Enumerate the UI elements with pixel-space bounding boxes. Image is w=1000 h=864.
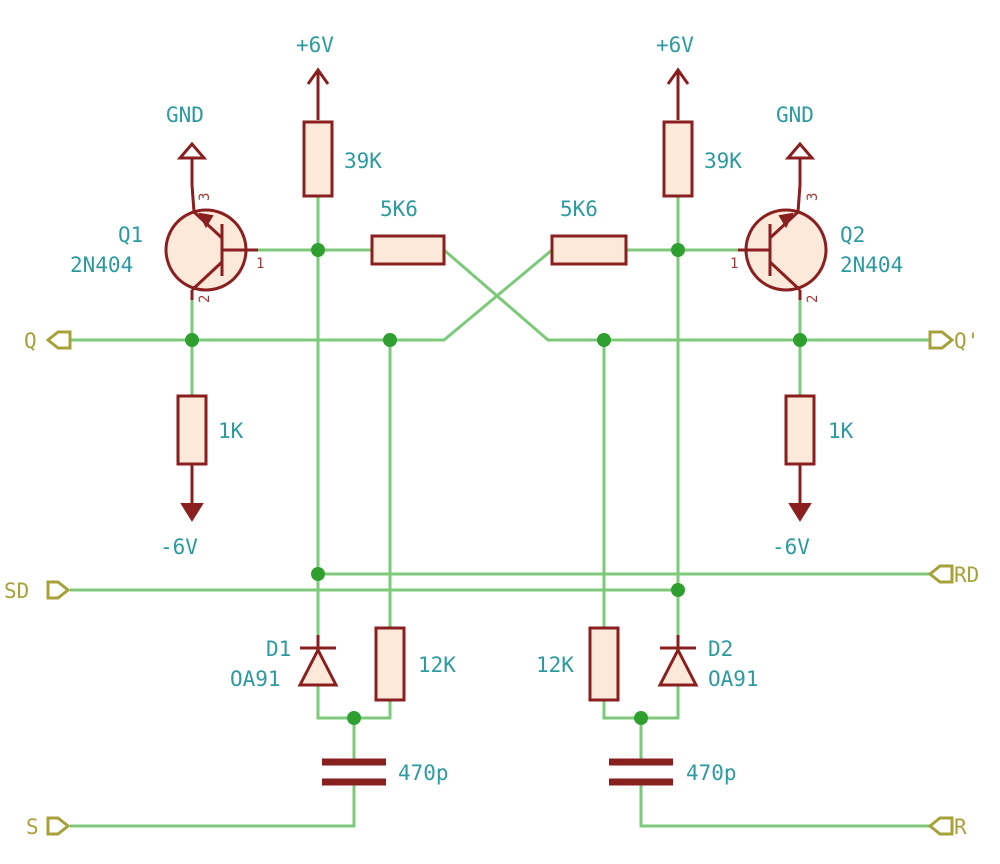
q2-emitter-arrow: [778, 212, 794, 229]
resistor-12k-right: [588, 626, 620, 702]
q1-pin1-label: 1: [256, 256, 264, 272]
port-sd-label: SD: [4, 579, 29, 603]
junction: [383, 333, 397, 347]
port-r-label: R: [954, 815, 967, 839]
resistor-5k6-right: [550, 234, 628, 266]
r-5k6-right-label: 5K6: [560, 197, 598, 221]
transistor-q2: [738, 184, 828, 300]
port-shapes: [45, 330, 955, 836]
junction: [597, 333, 611, 347]
q2-pin3-label: 3: [805, 193, 821, 201]
resistors: [176, 120, 816, 702]
resistor-39k-left: [302, 120, 334, 198]
port-q-prime-shape: [928, 330, 955, 350]
power-symbols: [176, 67, 816, 522]
r-12k-left-label: 12K: [418, 653, 456, 677]
q1-pin3-lead: [190, 184, 196, 213]
vpos-right-label: +6V: [656, 33, 694, 57]
diode-d1: [297, 635, 339, 687]
q2-collector-lead: [768, 260, 802, 292]
q1-pin2-label: 2: [197, 295, 213, 303]
junctions: [185, 243, 807, 725]
resistor-1k-left: [176, 394, 208, 466]
d2-value-label: OA91: [708, 667, 759, 691]
r-39k-left-label: 39K: [344, 149, 382, 173]
resistor-5k6-left: [370, 234, 446, 266]
capacitor-left: [322, 758, 386, 786]
diode-d2: [657, 635, 699, 687]
q2-pin2-label: 2: [805, 295, 821, 303]
wire-s-input: [70, 785, 356, 828]
junction: [185, 333, 199, 347]
junction: [793, 333, 807, 347]
transistor-q1: [164, 184, 258, 300]
port-rd-label: RD: [954, 563, 979, 587]
q2-pin3-lead: [796, 184, 802, 213]
gnd-left-label: GND: [166, 103, 204, 127]
vneg-right-symbol: [788, 464, 812, 522]
port-q-prime-label: Q': [954, 329, 979, 353]
wire-r-input: [639, 785, 930, 828]
d2-ref-label: D2: [708, 637, 733, 661]
r-12k-right-label: 12K: [536, 653, 574, 677]
q1-emitter-arrow: [198, 212, 214, 229]
d2-triangle: [657, 646, 699, 687]
resistor-39k-right: [662, 120, 694, 198]
d1-value-label: OA91: [230, 667, 281, 691]
q2-ref-label: Q2: [840, 223, 865, 247]
gnd-left-symbol: [176, 141, 208, 185]
vpos-right-symbol: [666, 67, 690, 120]
port-q-label: Q: [24, 329, 37, 353]
vneg-left-symbol: [180, 464, 204, 522]
c-right-label: 470p: [686, 761, 737, 785]
resistor-1k-right: [784, 394, 816, 466]
gnd-right-label: GND: [776, 103, 814, 127]
port-rd-shape: [927, 564, 954, 584]
port-s-label: S: [26, 815, 39, 839]
junction: [347, 711, 361, 725]
r-1k-left-label: 1K: [218, 419, 244, 443]
port-sd-shape: [46, 580, 71, 600]
capacitor-right: [609, 758, 673, 786]
q2-emitter-lead: [768, 210, 800, 240]
q2-pin1-label: 1: [730, 256, 738, 272]
q1-emitter-lead: [192, 210, 224, 240]
c-left-label: 470p: [398, 761, 449, 785]
junction: [671, 583, 685, 597]
gnd-right-symbol: [784, 141, 816, 185]
r-5k6-left-label: 5K6: [380, 197, 418, 221]
vneg-left-label: -6V: [160, 535, 198, 559]
port-s-shape: [46, 816, 71, 836]
port-r-shape: [927, 816, 954, 836]
q1-value-label: 2N404: [70, 253, 133, 277]
d1-ref-label: D1: [266, 637, 291, 661]
vpos-left-symbol: [306, 67, 330, 120]
junction: [671, 243, 685, 257]
r-1k-right-label: 1K: [828, 419, 854, 443]
port-q-shape: [45, 330, 72, 350]
q1-collector-lead: [190, 260, 224, 292]
resistor-12k-left: [374, 626, 406, 702]
r-39k-right-label: 39K: [704, 149, 742, 173]
vpos-left-label: +6V: [296, 33, 334, 57]
q2-value-label: 2N404: [840, 253, 903, 277]
junction: [311, 567, 325, 581]
junction: [634, 711, 648, 725]
d1-triangle: [297, 646, 339, 687]
vneg-right-label: -6V: [772, 535, 810, 559]
q1-pin3-label: 3: [197, 193, 213, 201]
q1-ref-label: Q1: [118, 223, 143, 247]
labels: +6V +6V GND GND -6V -6V Q1 2N404 Q2 2N40…: [4, 33, 979, 839]
junction: [311, 243, 325, 257]
